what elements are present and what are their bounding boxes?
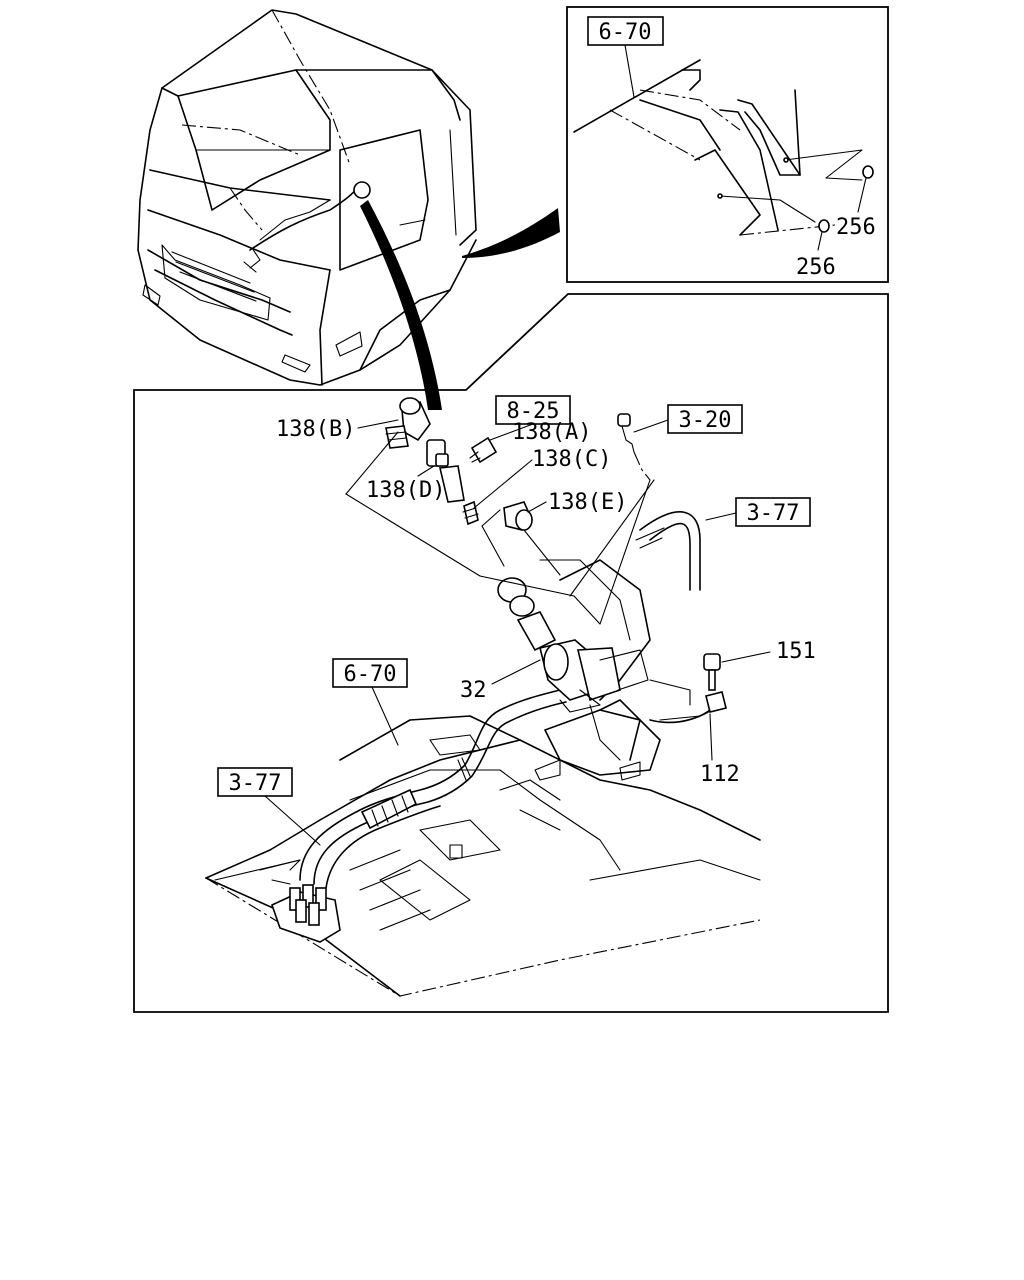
bolt-151 [703,651,771,691]
part-138e-label: 138(E) [548,490,627,515]
hose-assembly [271,689,567,943]
ref-3-77-upper-label: 3-77 [747,501,800,526]
hose-3-77-upper [639,511,701,591]
part-138d-label: 138(D) [366,478,445,503]
part-32-label: 32 [460,678,487,703]
ref-6-70-lower-box [332,658,408,688]
ref-3-20-label: 3-20 [679,408,732,433]
inset-ref-label: 6-70 [599,20,652,45]
part-151-label: 151 [776,639,816,664]
inset-256-label-a: 256 [836,215,876,240]
part-112-label: 112 [700,762,740,787]
main-view-frame [133,293,889,1013]
cable-clip [705,691,727,713]
pump-assembly [497,559,721,781]
ref-3-77-lower-box [217,767,293,797]
truck-cab-illustration [137,9,560,410]
fittings-group [345,397,655,625]
inset-frame [566,6,889,283]
part-138c-label: 138(C) [532,447,611,472]
hose-clamp [635,527,665,549]
part-138a-label: 138(A) [512,420,591,445]
ref-8-25-label: 8-25 [507,399,560,424]
inset-256-label-b: 256 [796,255,836,280]
part-138b-label: 138(B) [276,417,355,442]
ref-6-70-lower-label: 6-70 [344,662,397,687]
ref-8-25-box [495,395,571,425]
ref-3-77-upper-box [735,497,811,527]
floor-panel [205,715,761,997]
cable-112 [649,699,717,724]
detail-inset: 6-70 256 256 [566,6,889,283]
hose-3-77-upper-wall [649,522,691,591]
ref-3-20-box [667,404,743,434]
ref-3-77-lower-label: 3-77 [229,771,282,796]
